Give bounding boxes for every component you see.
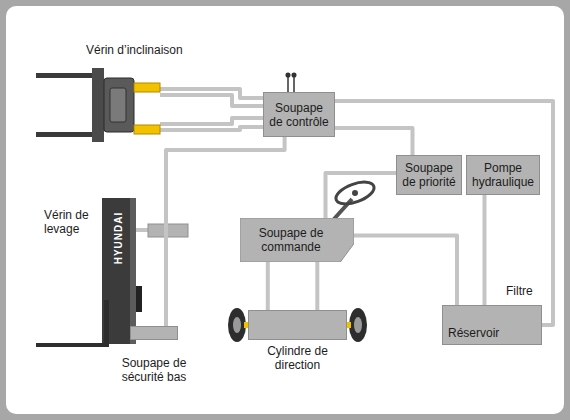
node-text: Soupape de commande xyxy=(244,226,338,254)
tilt-cylinder-illustration-part xyxy=(134,83,160,92)
cylinder-box: Cylindre de direction xyxy=(248,310,347,372)
lift-mast-illustration-part xyxy=(136,286,142,312)
hydraulic-line xyxy=(315,262,319,310)
valve-box: Soupape de sécurité bas xyxy=(94,326,214,384)
tilt-cylinder-illustration-part xyxy=(134,125,160,134)
hydraulic-line xyxy=(326,173,397,218)
steering-wheels-part xyxy=(228,308,246,342)
hydraulic-line xyxy=(266,262,270,310)
node-text: Soupape de contrôle xyxy=(268,101,330,129)
node-text: Pompe hydraulique xyxy=(471,161,535,189)
tilt-hoses-part xyxy=(160,118,263,124)
node-text: Soupape de sécurité bas xyxy=(109,356,199,384)
hydraulic-line xyxy=(483,195,487,305)
node-text: Soupape de priorité xyxy=(401,161,457,189)
tilt-cylinder-illustration xyxy=(36,68,160,142)
pump-box: Pompe hydraulique xyxy=(466,155,540,195)
component-shape xyxy=(130,326,178,340)
steering-wheel xyxy=(333,178,377,219)
hydraulic-line xyxy=(354,236,457,305)
tilt-cylinder-illustration-part xyxy=(104,78,134,132)
valve-box: Soupape de commande xyxy=(240,218,354,262)
control-levers xyxy=(286,73,296,92)
tilt-hoses xyxy=(160,89,263,130)
tilt-cylinder-illustration-part xyxy=(92,68,104,142)
part-label: Filtre xyxy=(506,284,533,298)
brand-label: HYUNDAI xyxy=(112,208,126,268)
control-levers-part xyxy=(292,73,296,77)
steering-wheels-part xyxy=(233,317,241,333)
steering-wheel-part xyxy=(352,190,358,196)
control-levers-part xyxy=(293,76,295,92)
steering-wheels xyxy=(228,308,367,342)
steering-wheel-part xyxy=(333,178,377,209)
tilt-hoses-part xyxy=(160,127,263,130)
part-label: Vérin de levage xyxy=(44,208,98,236)
valve-box: Soupape de contrôle xyxy=(263,92,335,137)
hydraulic-line xyxy=(335,101,553,325)
tilt-hoses-part xyxy=(160,95,263,106)
component-shape xyxy=(248,310,347,340)
hydraulic-line xyxy=(335,128,413,155)
node-text: Cylindre de direction xyxy=(248,344,347,372)
tank-box: Réservoir xyxy=(442,305,542,345)
lift-mast-illustration-part xyxy=(104,300,109,347)
part-label: Vérin d’inclinaison xyxy=(86,43,183,57)
lift-mast-illustration-part xyxy=(136,228,148,232)
control-levers-part xyxy=(287,76,289,92)
lift-mast-illustration-part xyxy=(36,343,109,347)
tilt-cylinder-illustration-part xyxy=(36,73,96,78)
steering-wheels-part xyxy=(349,308,367,342)
tilt-cylinder-illustration-part xyxy=(36,132,96,137)
steering-wheels-part xyxy=(354,317,362,333)
node-text: Réservoir xyxy=(448,326,499,340)
control-levers-part xyxy=(286,73,290,77)
valve-outline-shape xyxy=(240,218,354,262)
tilt-cylinder-illustration-part xyxy=(110,88,126,122)
lift-mast-illustration-part xyxy=(130,198,136,344)
valve-box: Soupape de priorité xyxy=(396,155,462,195)
